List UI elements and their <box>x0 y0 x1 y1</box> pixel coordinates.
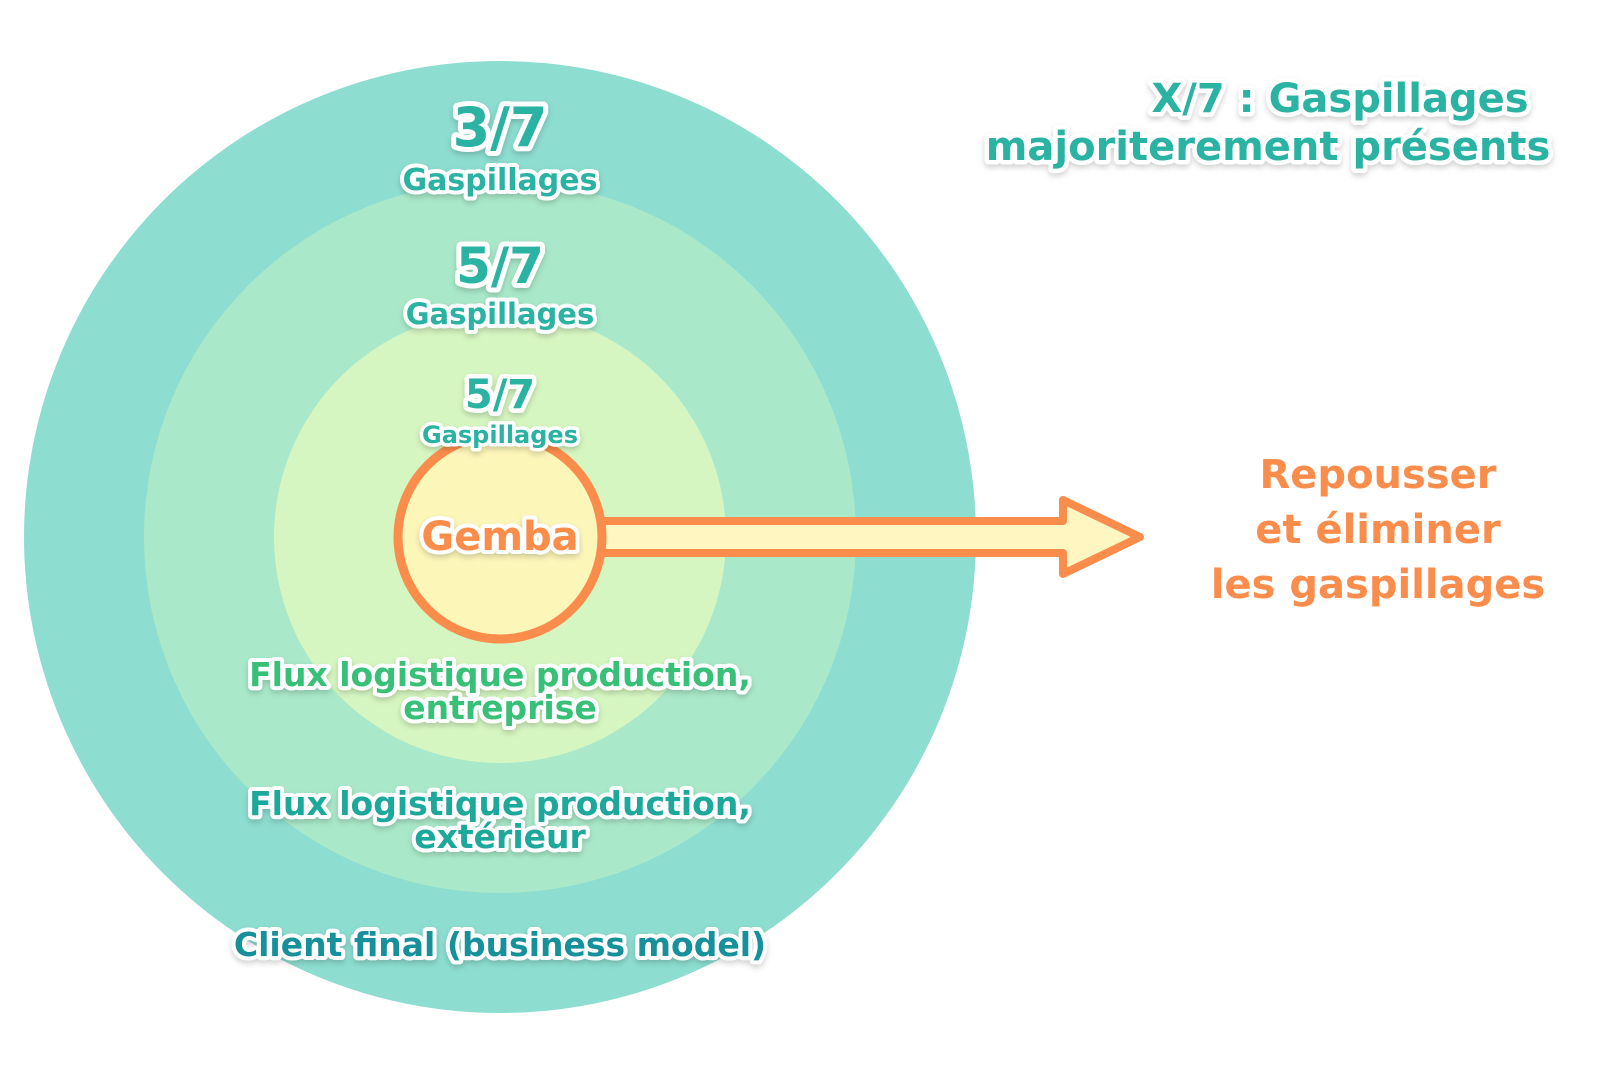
outer-fraction: 3/7 <box>453 96 548 159</box>
outer-ring-name: Client final (business model) <box>234 925 766 964</box>
action-line2: et éliminer <box>1255 507 1501 553</box>
middle-gaspillages-label: Gaspillages <box>406 297 594 331</box>
inner-gaspillages-label: Gaspillages <box>422 421 578 449</box>
middle-fraction: 5/7 <box>456 237 544 295</box>
middle-ring-name-line2: extérieur <box>414 817 586 856</box>
inner-ring-name-line1: Flux logistique production, <box>249 655 751 694</box>
middle-ring-name-line1: Flux logistique production, <box>249 784 751 823</box>
action-line1: Repousser <box>1260 452 1497 498</box>
arrow-shape <box>586 496 1144 578</box>
gemba-label: Gemba <box>421 514 578 560</box>
legend-line2: majoriterement présents <box>986 124 1551 170</box>
inner-ring-name-line2: entreprise <box>403 688 597 727</box>
inner-fraction: 5/7 <box>465 372 535 418</box>
legend-line1: X/7 : Gaspillages <box>1151 76 1528 122</box>
gemba-core <box>393 430 607 644</box>
outer-gaspillages-label: Gaspillages <box>403 163 598 198</box>
action-line3: les gaspillages <box>1211 562 1545 608</box>
